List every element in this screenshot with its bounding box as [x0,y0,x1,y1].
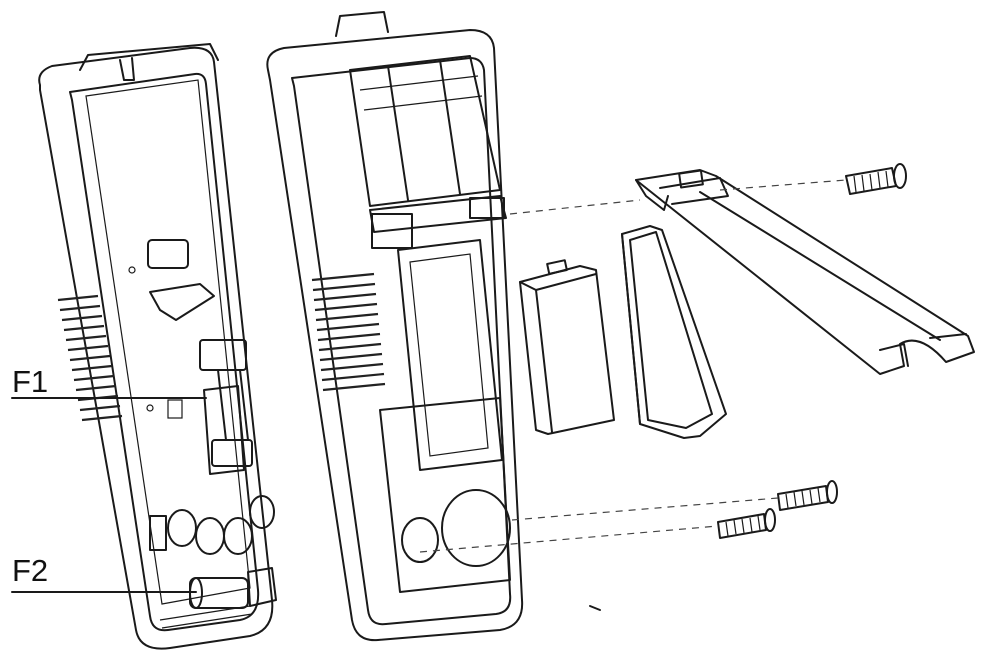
tilt-stand [635,169,975,375]
battery-door [621,225,727,439]
case-screw-lower [717,508,776,539]
rear-grille [311,272,386,392]
callout-f1: F1 [12,364,49,399]
small-screw [589,605,601,611]
battery [519,259,615,435]
assembly-lines [419,179,847,553]
case-screw-upper [777,480,838,511]
stand-screw [845,163,907,195]
callout-f2: F2 [12,553,49,588]
front-grille [57,294,123,422]
front-housing [38,43,277,650]
rear-case [266,11,524,642]
